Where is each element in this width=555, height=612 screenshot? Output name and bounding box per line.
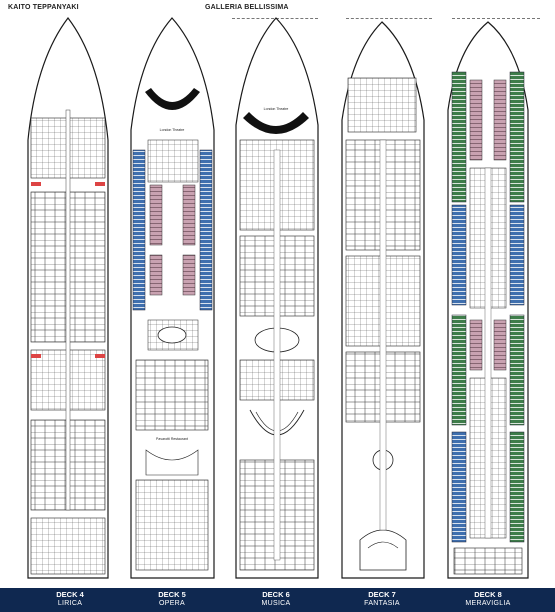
deck-number: DECK 6 xyxy=(262,590,290,599)
deck-8-plan xyxy=(447,21,529,579)
deck-name: FANTASIA xyxy=(364,600,400,607)
deck-4-plan xyxy=(27,17,109,579)
deck-plans-diagram: London Theatre Pavarotti Restaurant Lond… xyxy=(27,17,529,579)
deck-footer-bar: DECK 4 LIRICA DECK 5 OPERA DECK 6 MUSICA… xyxy=(0,588,555,612)
deck-name: OPERA xyxy=(158,600,185,607)
deck-number: DECK 8 xyxy=(474,590,502,599)
deck-caption-5: DECK 5 OPERA xyxy=(132,590,212,608)
deck-name: LIRICA xyxy=(57,600,83,607)
deck-7-plan xyxy=(341,21,425,579)
deck-number: DECK 7 xyxy=(368,590,396,599)
deck-number: DECK 5 xyxy=(158,590,186,599)
deck-caption-4: DECK 4 LIRICA xyxy=(30,590,110,608)
label-galleria-bellissima: GALLERIA BELLISSIMA xyxy=(205,4,289,11)
label-london-theatre-deck6: London Theatre xyxy=(264,107,289,111)
divider-dashed xyxy=(452,18,540,19)
label-kaito-teppanyaki: KAITO TEPPANYAKI xyxy=(8,4,79,11)
deck-caption-7: DECK 7 FANTASIA xyxy=(342,590,422,608)
label-london-theatre-deck5: London Theatre xyxy=(160,128,185,132)
deck-number: DECK 4 xyxy=(56,590,84,599)
deck-5-plan xyxy=(130,17,215,579)
deck-caption-6: DECK 6 MUSICA xyxy=(236,590,316,608)
deck-name: MUSICA xyxy=(261,600,291,607)
deck-name: MERAVIGLIA xyxy=(465,600,511,607)
label-pavarotti-restaurant: Pavarotti Restaurant xyxy=(156,437,188,441)
deck-caption-8: DECK 8 MERAVIGLIA xyxy=(448,590,528,608)
deck-6-plan xyxy=(235,17,319,579)
divider-dashed xyxy=(346,18,432,19)
